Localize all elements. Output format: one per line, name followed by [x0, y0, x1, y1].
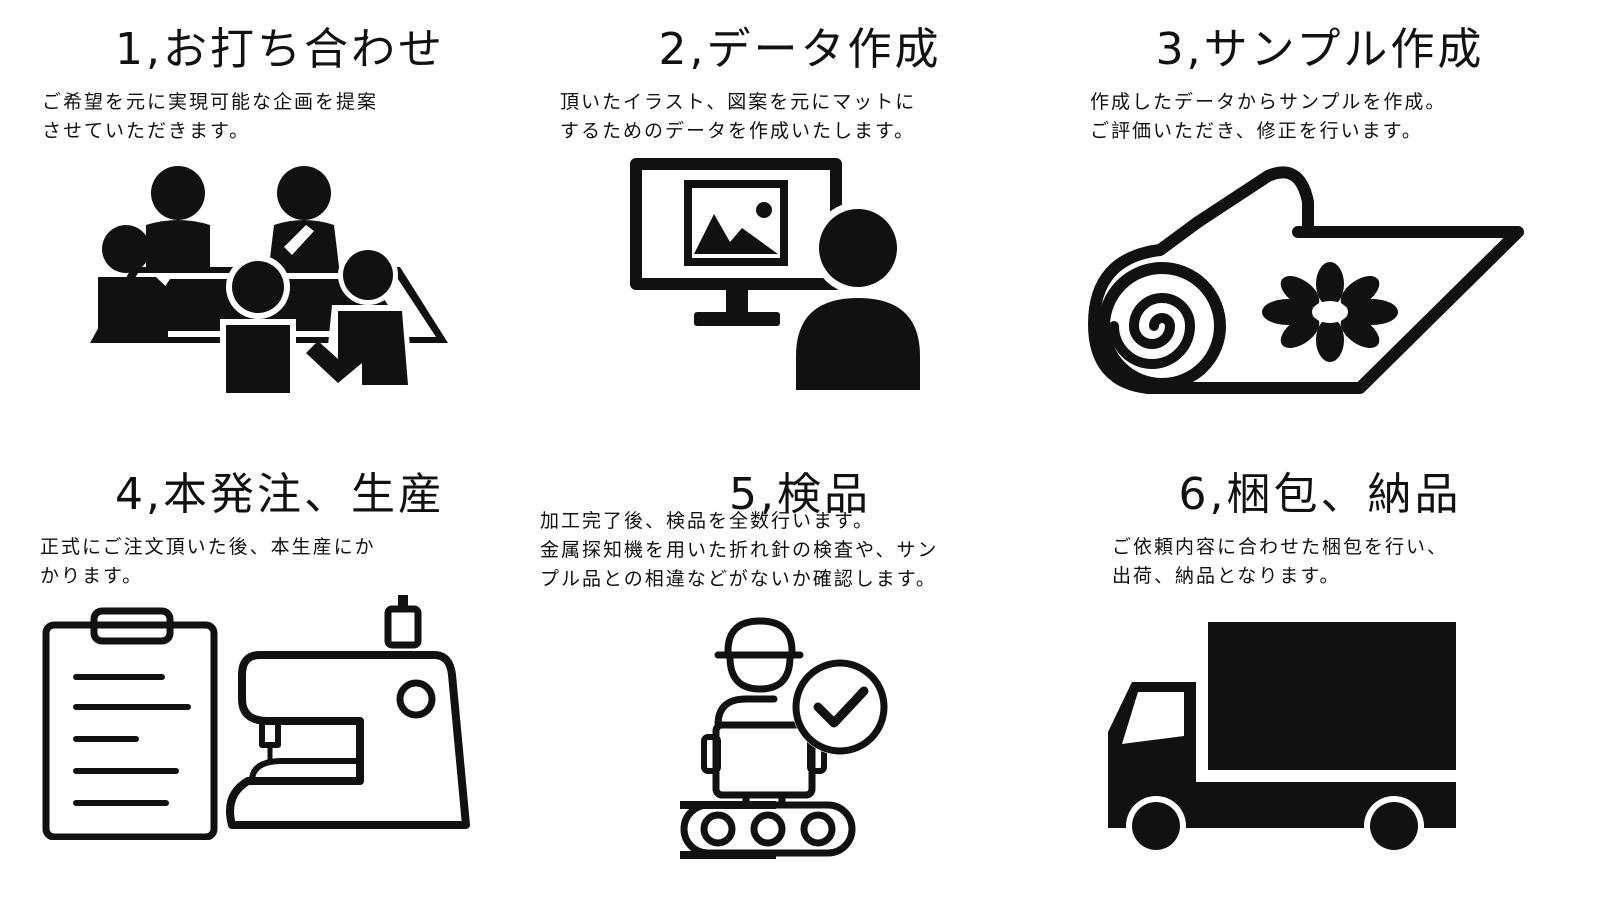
computer-design-icon — [630, 158, 928, 390]
rolled-mat-icon — [1088, 166, 1524, 394]
delivery-truck-icon — [1108, 622, 1456, 855]
step-5-inspection: 5,検品 加工完了後、検品を全数行います。 金属探知機を用いた折れ針の検査や、サ… — [540, 455, 1060, 895]
step-6-packing-delivery: 6,梱包、納品 ご依頼内容に合わせた梱包を行い、 出荷、納品となります。 — [1060, 455, 1580, 895]
step-description: 作成したデータからサンプルを作成。 ご評価いただき、修正を行います。 — [1090, 91, 1447, 142]
step-1-meeting: 1,お打ち合わせ ご希望を元に実現可能な企画を提案 させていただきます。 — [20, 10, 540, 450]
step-title: 5,検品 — [729, 469, 871, 520]
sewing-machine-icon — [42, 595, 470, 840]
step-description: 正式にご注文頂いた後、本生産にか かります。 — [40, 536, 376, 587]
step-title: 1,お打ち合わせ — [115, 24, 445, 75]
step-title: 4,本発注、生産 — [115, 469, 445, 520]
step-title: 2,データ作成 — [658, 24, 942, 75]
step-description: 頂いたイラスト、図案を元にマットに するためのデータを作成いたします。 — [560, 91, 917, 142]
inspection-icon — [680, 617, 888, 859]
step-description: ご依頼内容に合わせた梱包を行い、 出荷、納品となります。 — [1112, 536, 1449, 587]
step-title: 3,サンプル作成 — [1155, 24, 1485, 75]
step-3-sample-creation: 3,サンプル作成 作成したデータからサンプルを作成。 ご評価いただき、修正を行い… — [1060, 10, 1580, 450]
step-title: 6,梱包、納品 — [1178, 469, 1462, 520]
step-description: 加工完了後、検品を全数行います。 金属探知機を用いた折れ針の検査や、サン プル品… — [540, 510, 939, 590]
step-4-production: 4,本発注、生産 正式にご注文頂いた後、本生産にか かります。 — [20, 455, 540, 895]
step-2-data-creation: 2,データ作成 頂いたイラスト、図案を元にマットに するためのデータを作成いたし… — [540, 10, 1060, 450]
meeting-icon — [90, 166, 448, 395]
step-description: ご希望を元に実現可能な企画を提案 させていただきます。 — [42, 91, 379, 142]
